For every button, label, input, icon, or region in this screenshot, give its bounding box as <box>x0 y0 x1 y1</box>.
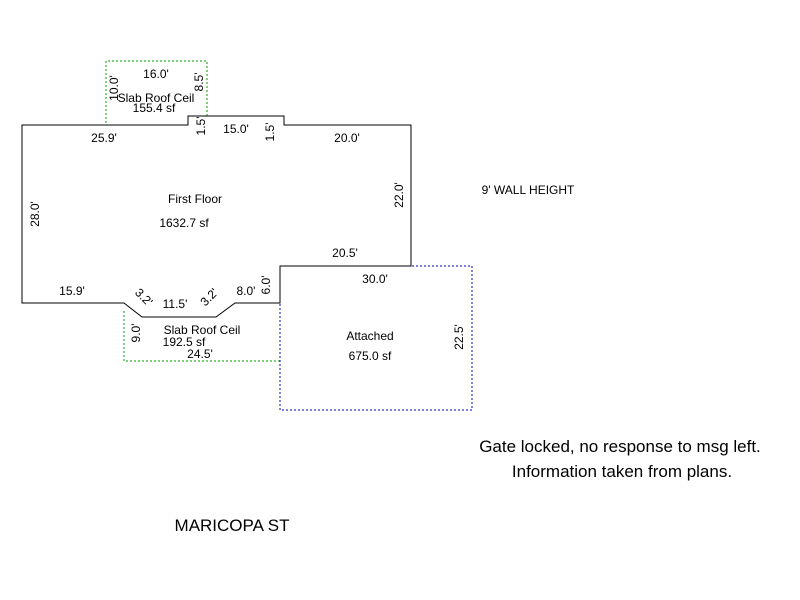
dim-ff-diag-right: 3.2' <box>198 286 221 309</box>
dim-slab-bottom-left: 9.0' <box>129 324 143 343</box>
dim-ff-left: 28.0' <box>28 201 42 227</box>
first-floor-area: 1632.7 sf <box>159 216 209 230</box>
attached-area: 675.0 sf <box>349 349 392 363</box>
slab-bottom-area: 192.5 sf <box>163 335 206 349</box>
dim-attached-right: 22.5' <box>452 324 466 350</box>
inspection-note-line2: Information taken from plans. <box>512 462 732 481</box>
dim-ff-step-left: 1.5' <box>194 117 208 136</box>
dim-attached-top: 30.0' <box>362 272 388 286</box>
slab-roof-bottom-outline <box>123 311 280 362</box>
dim-slab-bottom-width: 24.5' <box>187 347 213 361</box>
inspection-note-line1: Gate locked, no response to msg left. <box>479 437 761 456</box>
dim-slab-top-right: 8.5' <box>192 73 206 92</box>
attached-label: Attached <box>346 329 393 343</box>
dim-ff-inner-right: 6.0' <box>259 276 273 295</box>
slab-top-label: Slab Roof Ceil <box>118 91 195 105</box>
dim-ff-top-left: 25.9' <box>91 131 117 145</box>
dim-ff-inner-bottom: 20.5' <box>332 246 358 260</box>
wall-height-note: 9' WALL HEIGHT <box>482 183 575 197</box>
dim-ff-bottom-right: 8.0' <box>237 284 256 298</box>
dim-ff-top-right: 20.0' <box>334 131 360 145</box>
dim-ff-step-top: 15.0' <box>223 122 249 136</box>
dim-slab-top-width: 16.0' <box>143 67 169 81</box>
dim-slab-top-left: 10.0' <box>107 75 121 101</box>
street-name: MARICOPA ST <box>175 516 290 535</box>
first-floor-outline <box>21 115 412 318</box>
first-floor-label: First Floor <box>168 192 222 206</box>
dim-ff-notch-bottom: 11.5' <box>163 297 188 311</box>
dim-ff-step-right: 1.5' <box>263 123 277 142</box>
dim-ff-bottom-left: 15.9' <box>59 284 85 298</box>
slab-top-area: 155.4 sf <box>133 101 176 115</box>
dim-ff-diag-left: 3.2' <box>132 286 155 309</box>
dim-ff-right: 22.0' <box>392 182 406 208</box>
slab-bottom-label: Slab Roof Ceil <box>164 323 241 337</box>
